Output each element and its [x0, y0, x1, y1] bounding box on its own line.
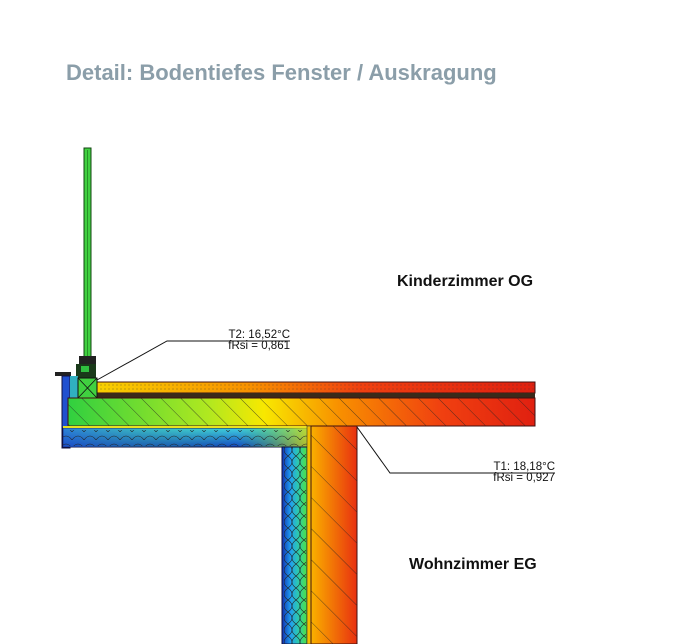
- page-title: Detail: Bodentiefes Fenster / Auskragung: [66, 60, 497, 85]
- t1-annotation: T1: 18,18°C fRsi = 0,927: [493, 461, 556, 484]
- t1-temperature: T1: 18,18°C: [493, 461, 556, 473]
- masonry-wall: [310, 425, 358, 644]
- room-label-upper: Kinderzimmer OG: [397, 273, 534, 290]
- t1-leader-line: [356, 426, 555, 474]
- window-sill-block: [77, 377, 98, 399]
- t2-annotation: T2: 16,52°C fRsi = 0,861: [228, 329, 291, 352]
- window-frame: [76, 356, 96, 378]
- t1-frsi: fRsi = 0,927: [493, 472, 555, 484]
- t2-temperature: T2: 16,52°C: [228, 329, 291, 341]
- t2-leader-line: [96, 340, 290, 381]
- floor-screed: [96, 381, 536, 398]
- soffit-insulation: [62, 426, 309, 448]
- window-glazing: [83, 147, 92, 359]
- wall-insulation: [281, 425, 312, 644]
- concrete-slab: [67, 397, 536, 427]
- room-label-lower: Wohnzimmer EG: [409, 556, 537, 573]
- t2-frsi: fRsi = 0,861: [228, 340, 290, 352]
